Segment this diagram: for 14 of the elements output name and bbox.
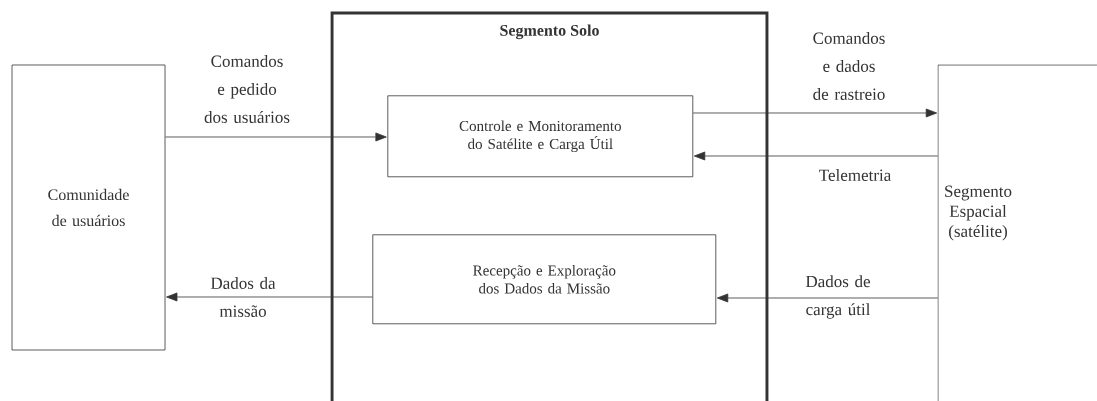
- arrow: [165, 132, 387, 142]
- process-box: Comunidade de usuários: [11, 64, 166, 351]
- edge-label: Comandos e pedido dos usuários: [204, 55, 290, 123]
- arrow: [692, 108, 938, 118]
- segment-box: Segmento Espacial (satélite): [937, 64, 1097, 401]
- edge-label: Comandos e dados de rastreio: [813, 32, 885, 100]
- arrow: [693, 151, 939, 161]
- process-box: Recepção e Exploração dos Dados da Missão: [372, 234, 717, 325]
- arrow: [166, 292, 373, 302]
- edge-label: Dados da missão: [210, 277, 276, 317]
- arrow: [716, 293, 939, 303]
- edge-label: Telemetria: [819, 169, 891, 181]
- edge-label: Dados de carga útil: [805, 275, 871, 319]
- process-box: Controle e Monitoramento do Satélite e Carga Útil: [387, 95, 694, 178]
